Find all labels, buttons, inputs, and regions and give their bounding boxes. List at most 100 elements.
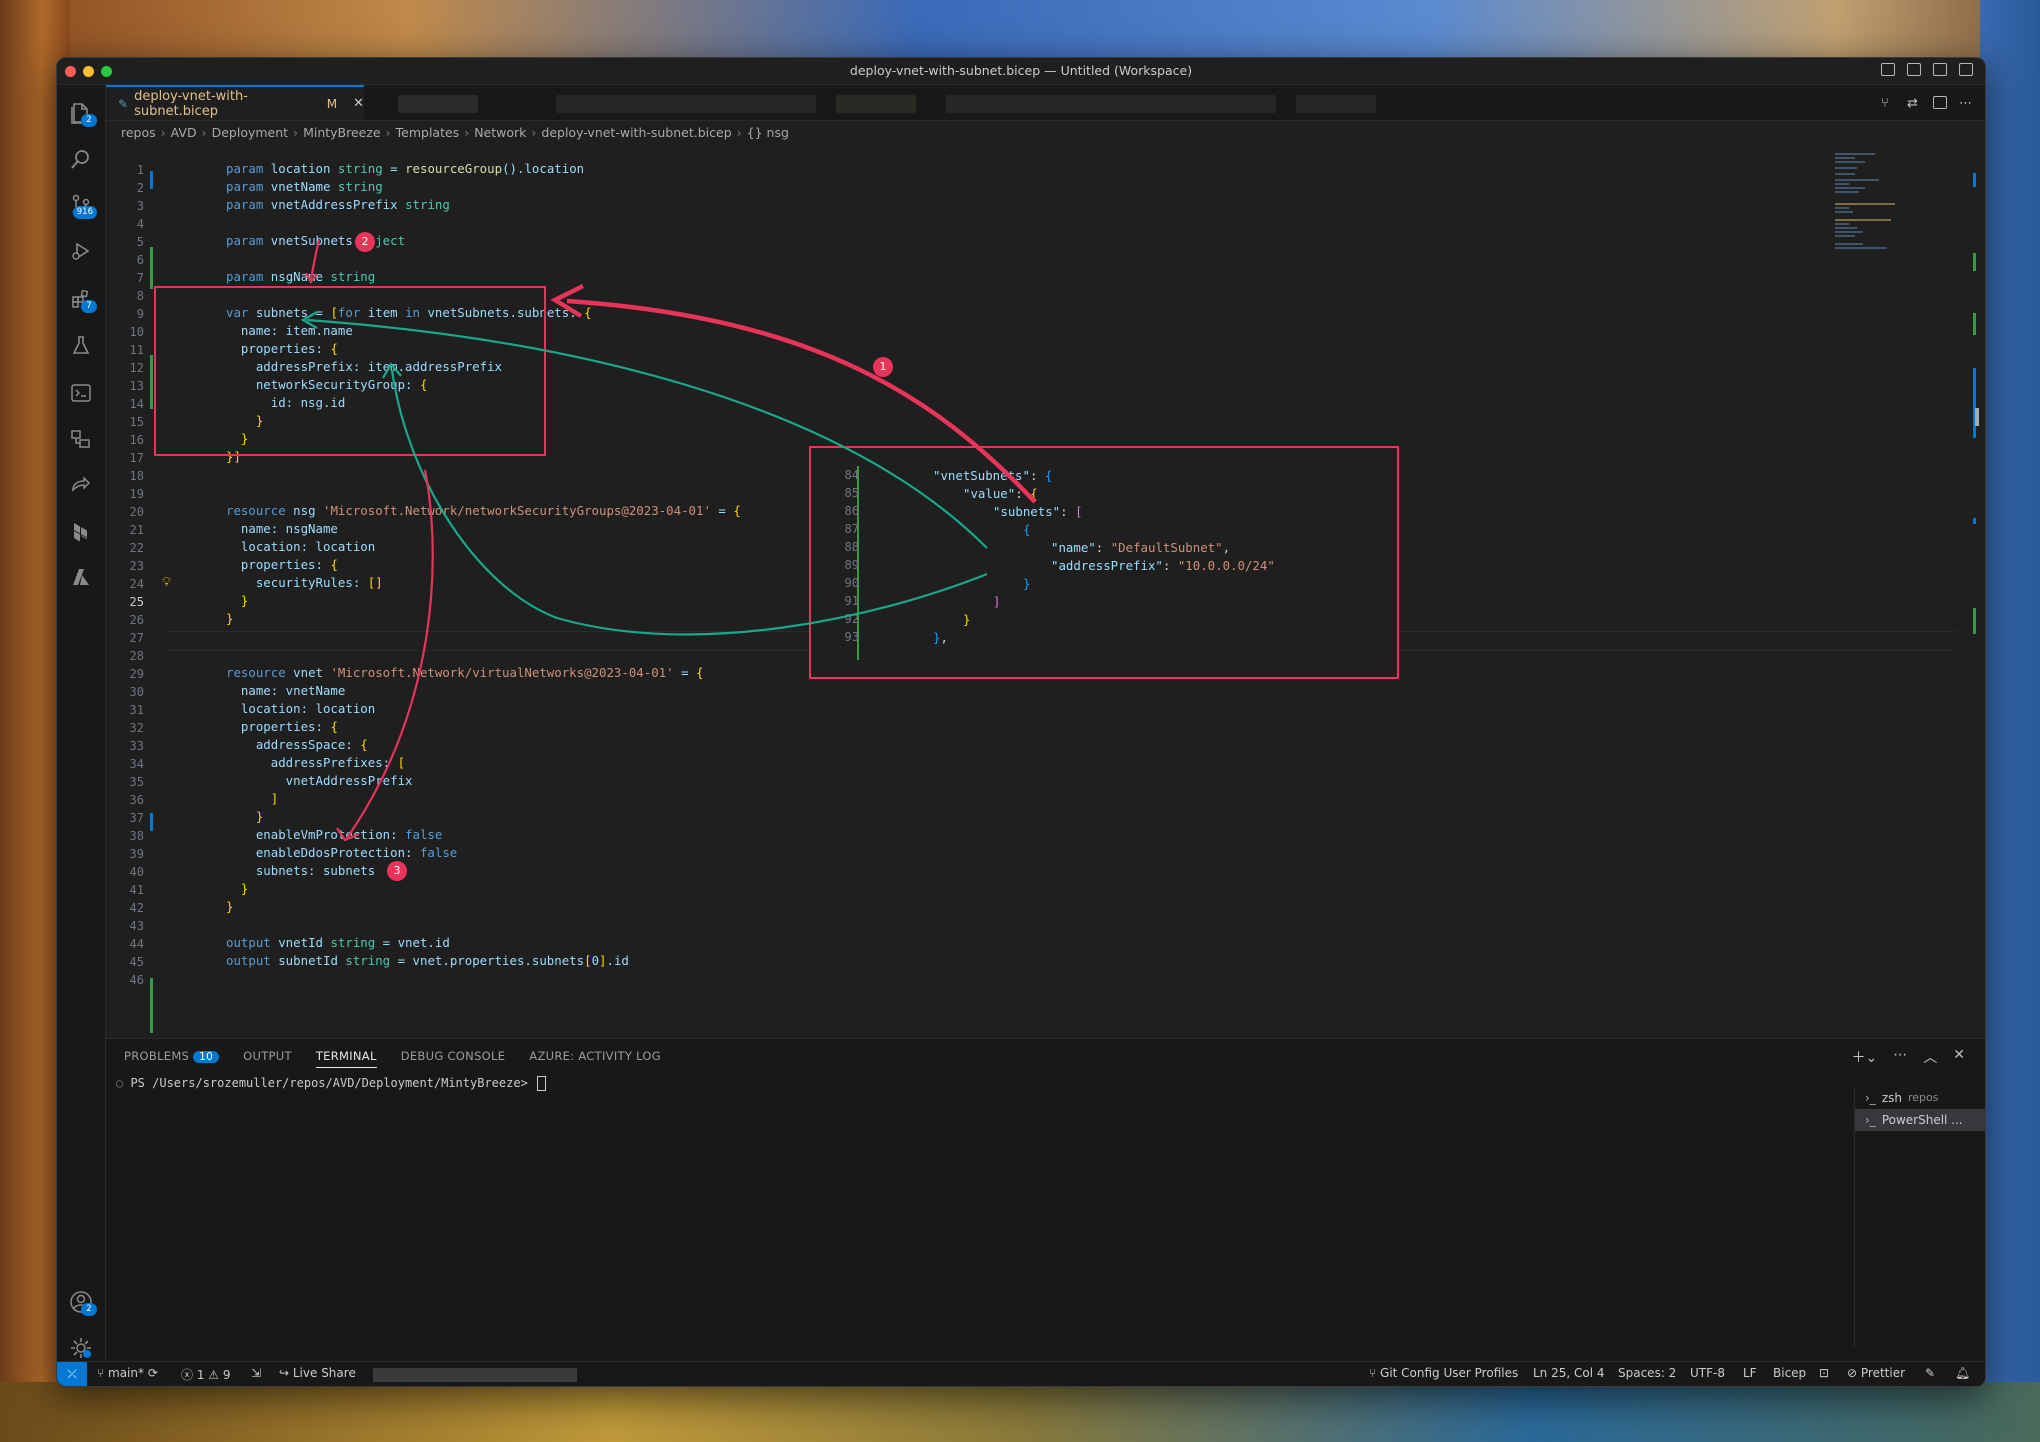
- live-share-button[interactable]: ↪ Live Share: [279, 1366, 356, 1380]
- notifications-bell-icon[interactable]: 🔔︎: [1955, 1366, 1970, 1380]
- encoding[interactable]: UTF-8: [1690, 1366, 1725, 1380]
- terminal-item-powershell[interactable]: ›_PowerShell ...: [1855, 1109, 1985, 1131]
- code-line[interactable]: location: location: [226, 538, 375, 556]
- code-line[interactable]: }: [226, 592, 248, 610]
- code-line[interactable]: addressSpace: {: [226, 736, 368, 754]
- code-line[interactable]: }: [226, 808, 263, 826]
- code-line[interactable]: output subnetId string = vnet.properties…: [226, 952, 629, 970]
- code-line[interactable]: param nsgName string: [226, 268, 375, 286]
- blurred-tab[interactable]: [1296, 95, 1376, 113]
- terminal-output[interactable]: ○ PS /Users/srozemuller/repos/AVD/Deploy…: [116, 1076, 546, 1091]
- remote-indicator-icon[interactable]: ⤫: [57, 1362, 87, 1387]
- remote-explorer-icon[interactable]: [57, 419, 105, 459]
- tab-problems[interactable]: PROBLEMS10: [124, 1049, 219, 1068]
- indentation[interactable]: Spaces: 2: [1618, 1366, 1676, 1380]
- sync-icon[interactable]: ⟳: [148, 1366, 158, 1380]
- customize-layout-icon[interactable]: [1959, 63, 1973, 76]
- close-tab-icon[interactable]: ✕: [353, 96, 364, 111]
- code-line[interactable]: securityRules: []: [226, 574, 383, 592]
- tab-terminal[interactable]: TERMINAL: [316, 1049, 377, 1068]
- source-control-graph-icon[interactable]: ⑂: [1881, 96, 1895, 109]
- prettier-status[interactable]: ⊘ Prettier: [1847, 1366, 1905, 1380]
- problems-status[interactable]: ⓧ 1 ⚠ 9: [181, 1366, 231, 1383]
- tab-azure-activity-log[interactable]: AZURE: ACTIVITY LOG: [529, 1049, 661, 1068]
- code-line[interactable]: resource vnet 'Microsoft.Network/virtual…: [226, 664, 703, 682]
- terminal-icon[interactable]: [57, 373, 105, 413]
- new-terminal-icon[interactable]: ＋⌄: [1852, 1047, 1878, 1067]
- open-changes-icon[interactable]: ⇄: [1907, 96, 1921, 109]
- run-icon[interactable]: ⇲: [251, 1366, 261, 1380]
- close-panel-icon[interactable]: ✕: [1953, 1047, 1965, 1067]
- copilot-icon[interactable]: ⊡: [1819, 1366, 1829, 1380]
- terminal-item-zsh[interactable]: ›_zsh repos: [1855, 1087, 1985, 1109]
- maximize-panel-icon[interactable]: ︿: [1923, 1047, 1937, 1067]
- code-line[interactable]: ]: [226, 790, 278, 808]
- explorer-icon[interactable]: 2: [57, 93, 105, 133]
- breadcrumb-item[interactable]: repos: [121, 125, 156, 140]
- code-line[interactable]: param vnetAddressPrefix string: [226, 196, 450, 214]
- code-line[interactable]: param vnetSubnets object: [226, 232, 405, 250]
- json-line: "name": "DefaultSubnet",: [1051, 540, 1230, 555]
- minimap[interactable]: [1835, 153, 1915, 253]
- blurred-tab[interactable]: [398, 95, 478, 113]
- tab-deploy-vnet-with-subnet[interactable]: ✎ deploy-vnet-with-subnet.bicep M ✕: [106, 85, 364, 120]
- more-actions-icon[interactable]: ⋯: [1893, 1047, 1907, 1067]
- breadcrumb-item[interactable]: Deployment: [212, 125, 288, 140]
- code-line[interactable]: enableVmProtection: false: [226, 826, 442, 844]
- extensions-icon[interactable]: 7: [57, 279, 105, 319]
- blurred-tab[interactable]: [556, 95, 816, 113]
- split-editor-icon[interactable]: [1933, 96, 1947, 109]
- code-line[interactable]: subnets: subnets: [226, 862, 375, 880]
- breadcrumb-item[interactable]: {} nsg: [747, 125, 789, 140]
- breadcrumb-item[interactable]: AVD: [171, 125, 197, 140]
- code-line[interactable]: }: [226, 898, 233, 916]
- line-number: 17: [106, 451, 144, 465]
- blurred-tab[interactable]: [946, 95, 1276, 113]
- git-branch[interactable]: ⑂ main* ⟳: [97, 1366, 158, 1380]
- lightbulb-icon[interactable]: 💡︎: [162, 575, 171, 590]
- code-line[interactable]: resource nsg 'Microsoft.Network/networkS…: [226, 502, 741, 520]
- breadcrumb-item[interactable]: Network: [474, 125, 526, 140]
- language-mode[interactable]: Bicep: [1773, 1366, 1806, 1380]
- azure-icon[interactable]: [57, 557, 105, 597]
- search-icon[interactable]: [57, 139, 105, 179]
- testing-flask-icon[interactable]: [57, 325, 105, 365]
- tab-debug-console[interactable]: DEBUG CONSOLE: [401, 1049, 506, 1068]
- source-control-icon[interactable]: 916: [57, 185, 105, 225]
- git-config-profiles[interactable]: ⑂ Git Config User Profiles: [1369, 1366, 1518, 1380]
- code-line[interactable]: param location string = resourceGroup().…: [226, 160, 584, 178]
- more-actions-icon[interactable]: ⋯: [1959, 96, 1973, 109]
- run-debug-icon[interactable]: [57, 231, 105, 271]
- cursor-position[interactable]: Ln 25, Col 4: [1533, 1366, 1605, 1380]
- code-line[interactable]: name: nsgName: [226, 520, 338, 538]
- code-line[interactable]: properties: {: [226, 718, 338, 736]
- toggle-secondary-sidebar-icon[interactable]: [1933, 63, 1947, 76]
- code-line[interactable]: addressPrefixes: [: [226, 754, 405, 772]
- json-line-number: 85: [829, 486, 859, 500]
- terraform-icon[interactable]: [57, 511, 105, 551]
- code-line[interactable]: name: vnetName: [226, 682, 345, 700]
- json-line: }: [1023, 576, 1030, 591]
- blurred-tab[interactable]: [836, 95, 916, 113]
- breadcrumb-item[interactable]: Templates: [396, 125, 460, 140]
- code-line[interactable]: output vnetId string = vnet.id: [226, 934, 450, 952]
- toggle-panel-icon[interactable]: [1907, 63, 1921, 76]
- terminal-prompt: PS /Users/srozemuller/repos/AVD/Deployme…: [130, 1076, 527, 1090]
- tab-output[interactable]: OUTPUT: [243, 1049, 292, 1068]
- code-line[interactable]: param vnetName string: [226, 178, 383, 196]
- feedback-icon[interactable]: ✎: [1925, 1366, 1935, 1380]
- code-line[interactable]: vnetAddressPrefix: [226, 772, 413, 790]
- overview-ruler[interactable]: [1973, 143, 1979, 1038]
- code-line[interactable]: location: location: [226, 700, 375, 718]
- accounts-icon[interactable]: 2: [57, 1282, 105, 1322]
- end-of-line[interactable]: LF: [1743, 1366, 1757, 1380]
- breadcrumb-item[interactable]: MintyBreeze: [303, 125, 381, 140]
- line-number: 7: [106, 271, 144, 285]
- code-line[interactable]: }: [226, 880, 248, 898]
- code-line[interactable]: }: [226, 610, 233, 628]
- toggle-primary-sidebar-icon[interactable]: [1881, 63, 1895, 76]
- breadcrumb-item[interactable]: deploy-vnet-with-subnet.bicep: [541, 125, 731, 140]
- code-line[interactable]: properties: {: [226, 556, 338, 574]
- code-line[interactable]: enableDdosProtection: false: [226, 844, 457, 862]
- live-share-icon[interactable]: [57, 465, 105, 505]
